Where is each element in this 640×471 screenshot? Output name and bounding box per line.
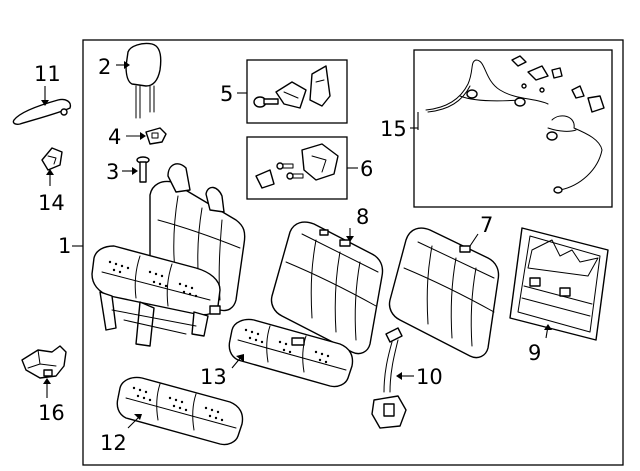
harness-box	[413, 49, 613, 208]
headrest-part[interactable]	[125, 42, 162, 119]
callout-6: 6	[360, 157, 373, 181]
callout-5: 5	[220, 82, 233, 106]
callout-15: 15	[380, 117, 407, 141]
cushion-pad-stitching	[244, 328, 330, 364]
seat-assembly-part[interactable]	[91, 163, 246, 347]
callout-7: 7	[480, 213, 493, 237]
callout-3: 3	[106, 160, 119, 184]
bracket-kit-box	[246, 59, 348, 124]
hinge-kit-part[interactable]	[255, 143, 339, 189]
seat-belt-part[interactable]	[371, 327, 407, 429]
callout-4: 4	[108, 125, 121, 149]
callout-11: 11	[34, 62, 61, 86]
cushion-cover-stitching	[132, 386, 224, 422]
leader-7	[469, 233, 479, 247]
seat-cushion-cover-part[interactable]	[116, 376, 244, 446]
seat-back-pad-part[interactable]	[270, 221, 384, 355]
seat-cushion-pad-part[interactable]	[228, 318, 354, 388]
callout-2: 2	[98, 55, 111, 79]
callout-10: 10	[416, 365, 443, 389]
callout-9: 9	[528, 341, 541, 365]
seat-back-panel-part[interactable]	[509, 227, 609, 341]
bolt-part[interactable]	[136, 156, 150, 183]
callout-13: 13	[200, 365, 227, 389]
main-frame	[82, 39, 624, 466]
seat-assembly-stitching	[108, 260, 198, 298]
bracket-kit-part[interactable]	[253, 65, 331, 109]
callout-8: 8	[356, 205, 369, 229]
guide-part[interactable]	[145, 127, 167, 145]
harness-part[interactable]	[425, 55, 605, 194]
clip-part[interactable]	[41, 147, 63, 171]
seat-back-cover-part[interactable]	[388, 227, 500, 359]
callout-12: 12	[100, 431, 127, 455]
callout-14: 14	[38, 191, 65, 215]
callout-16: 16	[38, 401, 65, 425]
callout-1: 1	[58, 234, 71, 258]
armrest-part[interactable]	[12, 98, 72, 125]
bracket-part[interactable]	[21, 345, 67, 379]
